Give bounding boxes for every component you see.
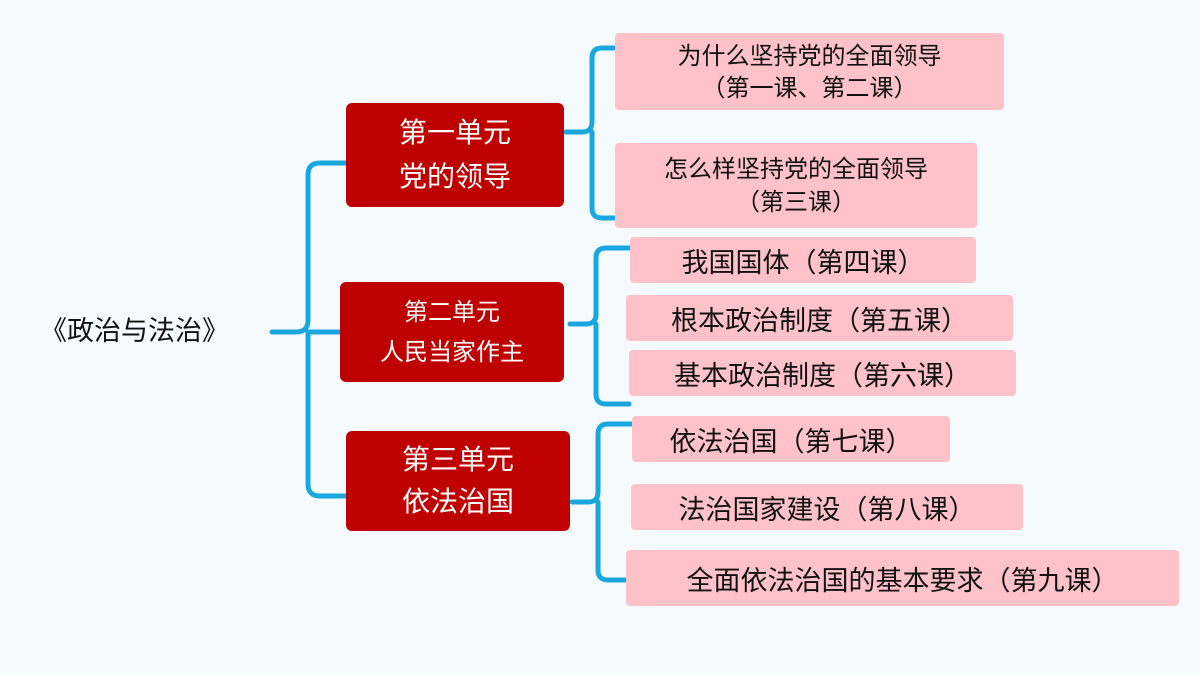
unit-subtitle: 党的领导 [398, 160, 511, 193]
lesson-label: 法治国家建设（第八课） [678, 494, 976, 526]
unit-subtitle: 依法治国 [401, 485, 514, 518]
unit-node-3: 第三单元 依法治国 [346, 431, 570, 531]
unit-title: 第二单元 [404, 298, 500, 326]
unit2-bracket [567, 245, 633, 327]
root-title: 《政治与法治》 [40, 316, 229, 347]
unit1-bracket [563, 45, 618, 135]
lesson-node: 依法治国（第七课） [632, 416, 950, 462]
unit1-bracket-low [589, 129, 618, 221]
lesson-node: 法治国家建设（第八课） [631, 484, 1023, 530]
lesson-label: 我国国体（第四课） [681, 247, 925, 279]
unit-node-2: 第二单元 人民当家作主 [340, 282, 564, 382]
unit-node-1: 第一单元 党的领导 [346, 103, 564, 207]
lesson-label: 全面依法治国的基本要求（第九课） [686, 565, 1119, 597]
root-bracket-low [305, 329, 349, 499]
lesson-node: 全面依法治国的基本要求（第九课） [626, 550, 1179, 606]
lesson-node: 根本政治制度（第五课） [626, 295, 1013, 341]
unit-title: 第三单元 [401, 443, 514, 476]
unit-subtitle: 人民当家作主 [380, 338, 524, 366]
lesson-label: 基本政治制度（第六课） [674, 360, 971, 392]
lesson-node: 我国国体（第四课） [630, 237, 976, 283]
unit2-bracket-low [593, 321, 632, 407]
lesson-label-sub: （第一课、第二课） [701, 73, 918, 102]
unit3-bracket-low [595, 499, 629, 583]
lesson-label: 为什么坚持党的全面领导 [677, 41, 942, 70]
lesson-label-sub: （第三课） [736, 187, 856, 216]
unit-title: 第一单元 [398, 116, 511, 149]
lesson-label: 根本政治制度（第五课） [671, 305, 968, 337]
lesson-label: 依法治国（第七课） [669, 426, 913, 458]
root-bracket [269, 160, 349, 335]
lesson-node: 怎么样坚持党的全面领导 （第三课） [615, 143, 977, 228]
root-topic: 《政治与法治》 [40, 312, 270, 352]
lesson-label: 怎么样坚持党的全面领导 [664, 154, 928, 183]
unit3-bracket [569, 421, 635, 505]
lesson-node: 为什么坚持党的全面领导 （第一课、第二课） [615, 33, 1004, 110]
lesson-node: 基本政治制度（第六课） [629, 350, 1016, 396]
